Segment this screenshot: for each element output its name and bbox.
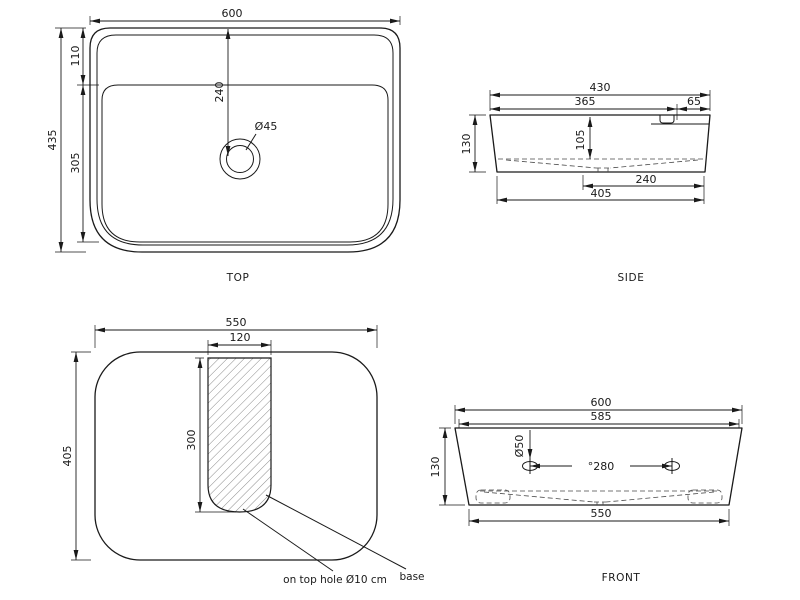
bottom-base-height-dim-label: 300 xyxy=(185,430,198,451)
bottom-width-dim-label: 550 xyxy=(226,316,247,329)
top-basin-height-dim-label: 305 xyxy=(69,153,82,174)
base-note-label: base xyxy=(399,571,424,583)
front-hole-spacing-label: °280 xyxy=(588,460,615,473)
top-view-rim-line xyxy=(96,34,394,246)
front-hole-diameter-label: Ø50 xyxy=(513,435,526,458)
top-view-label: TOP xyxy=(226,272,250,284)
side-view: 430 365 65 130 105 240 405 SIDE xyxy=(460,81,711,284)
front-view-outline xyxy=(454,427,743,506)
drain-diameter-label: Ø45 xyxy=(255,120,278,133)
side-view-extension-lines xyxy=(469,90,711,204)
front-left-foot-hidden xyxy=(475,489,511,504)
top-view: 600 435 110 305 240 Ø45 TOP xyxy=(46,7,401,284)
front-view: 600 585 Ø50 °280 130 550 FRONT xyxy=(429,396,743,584)
side-view-label: SIDE xyxy=(618,272,645,284)
top-view-outer-outline xyxy=(89,27,401,253)
top-view-basin-outline xyxy=(101,84,389,243)
bottom-view-outline xyxy=(94,351,378,561)
bottom-base-hatched-area xyxy=(207,357,272,513)
front-right-foot-hidden xyxy=(687,489,723,504)
hole-note-leader xyxy=(242,508,334,572)
side-inner-depth-dim-label: 105 xyxy=(574,130,587,151)
drain-hole-inner xyxy=(226,145,254,173)
front-height-dim-label: 130 xyxy=(429,457,442,478)
front-inner-width-dim-label: 585 xyxy=(591,410,612,423)
front-base-width-dim-label: 550 xyxy=(591,507,612,520)
side-view-hidden-lines xyxy=(498,158,704,172)
front-width-dim-label: 600 xyxy=(591,396,612,409)
side-height-dim-label: 130 xyxy=(460,134,473,155)
drain-hole-outer xyxy=(219,138,261,180)
base-note-leader xyxy=(265,494,407,570)
side-view-outline xyxy=(489,114,711,173)
top-rim-depth-dim-label: 110 xyxy=(69,46,82,67)
side-basin-width-dim-label: 365 xyxy=(575,95,596,108)
bottom-base-width-dim-label: 120 xyxy=(230,331,251,344)
top-drain-offset-dim-label: 240 xyxy=(213,82,226,103)
top-height-dim-label: 435 xyxy=(46,130,59,151)
side-drain-distance-dim-label: 240 xyxy=(636,173,657,186)
bottom-view: 550 120 405 300 on top hole Ø10 cm base xyxy=(61,316,425,586)
side-deck-width-dim-label: 65 xyxy=(687,95,701,108)
drain-diameter-leader xyxy=(245,133,257,151)
top-width-dim-label: 600 xyxy=(222,7,243,20)
side-view-faucet-notch xyxy=(659,115,675,124)
side-width-dim-label: 430 xyxy=(590,81,611,94)
side-base-width-dim-label: 405 xyxy=(591,187,612,200)
bottom-height-dim-label: 405 xyxy=(61,446,74,467)
hole-note-label: on top hole Ø10 cm xyxy=(283,574,387,586)
front-view-label: FRONT xyxy=(602,572,641,584)
